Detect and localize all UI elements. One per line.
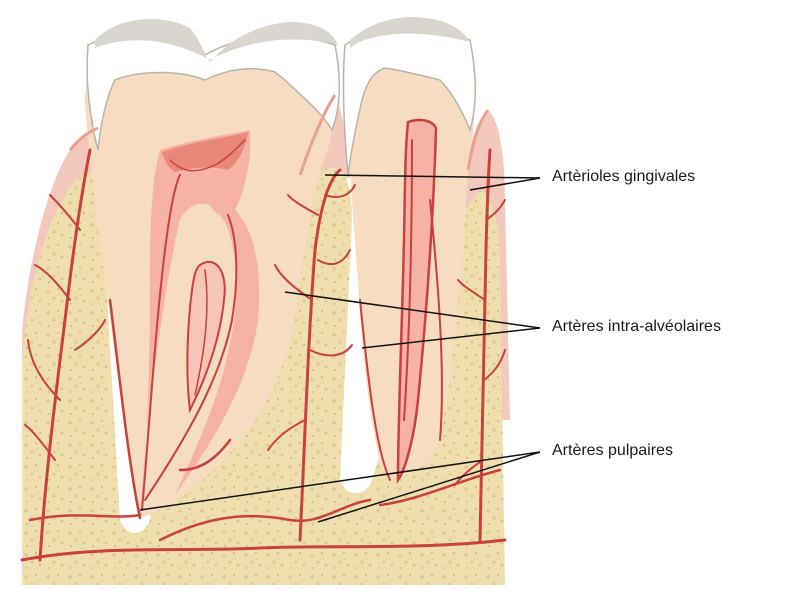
label-gingival-arterioles: Artèrioles gingivales — [552, 169, 695, 185]
label-intra-alveolar-arteries: Artères intra-alvéolaires — [552, 319, 721, 335]
label-pulpal-arteries: Artères pulpaires — [552, 443, 673, 459]
